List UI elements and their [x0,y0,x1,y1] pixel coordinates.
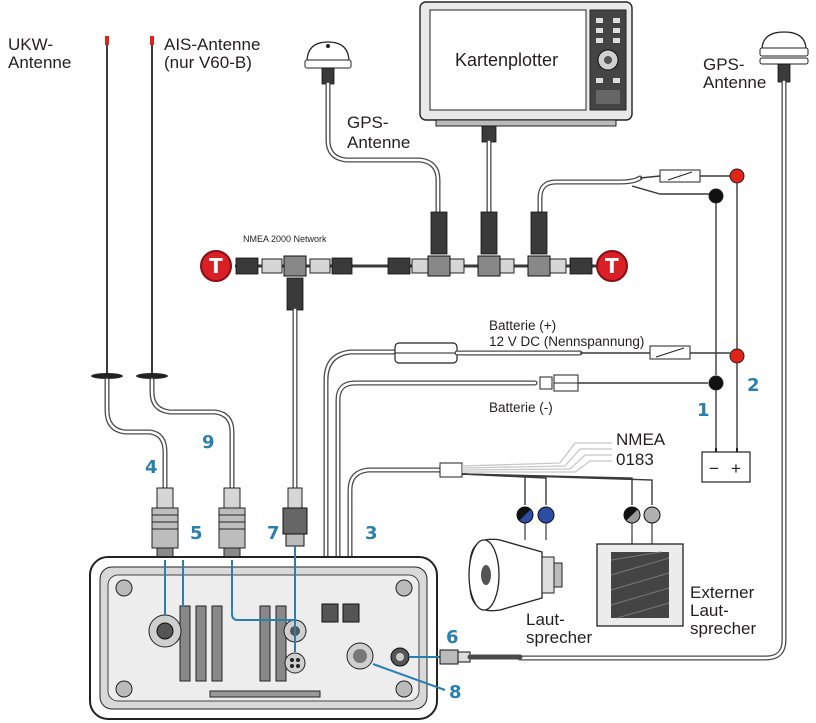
ais-antenna [136,36,168,380]
callout-3: 3 [365,523,378,544]
nmea2000-radio-connector [282,487,308,547]
negative-terminal [708,375,724,391]
callout-7: 7 [267,523,280,544]
chartplotter [419,1,633,143]
svg-text:T: T [209,254,223,278]
ais-antenna-label-2: (nur V60-B) [164,53,252,72]
battery: − + [701,448,751,483]
ext-speaker-label-3: sprecher [690,619,756,638]
radio-back-panel [89,556,438,720]
power-cable-fuse-holder [394,342,458,364]
gps-antenna-right-label-1: GPS- [703,55,745,74]
nmea0183-label-2: 0183 [616,450,654,469]
nmea0183-label-1: NMEA [616,430,666,449]
external-speaker [596,543,684,627]
vhf-antenna-label-2: Antenne [8,53,71,72]
vhf-antenna-connector [151,487,179,561]
battery-minus-sign: − [709,459,719,478]
negative-connector [539,374,579,392]
vhf-antenna [91,36,123,380]
terminator-left: T [200,250,232,282]
callout-5: 5 [190,523,203,544]
callout-4: 4 [145,457,158,478]
battery-plus-label: Batterie (+) [489,318,556,333]
callout-2: 2 [747,375,760,396]
callout-6: 6 [446,627,459,648]
nmea2000-network-label: NMEA 2000 Network [243,234,327,244]
gps-radio-connector [439,649,471,665]
vhf-antenna-label-1: UKW- [8,35,53,54]
speaker-wire-terminals [516,506,661,548]
battery-minus-label: Batterie (-) [489,400,553,415]
battery-voltage-label: 12 V DC (Nennspannung) [489,334,644,349]
gps-antenna-left [304,41,352,85]
chartplotter-label: Kartenplotter [455,50,558,70]
gps-antenna-left-label-2: Antenne [347,133,410,152]
callout-8: 8 [449,682,462,703]
ais-antenna-label-1: AIS-Antenne [164,35,260,54]
ext-speaker-label-1: Externer [690,583,755,602]
gps-antenna-right [759,31,809,83]
gps-antenna-right-label-2: Antenne [703,73,766,92]
ais-antenna-connector [218,487,246,561]
callout-9: 9 [202,432,215,453]
svg-text:T: T [605,254,619,278]
ext-speaker-label-2: Laut- [690,601,729,620]
speaker-label-2: sprecher [526,628,592,647]
gps-antenna-left-label-1: GPS- [347,113,389,132]
negative-terminal-top [708,188,724,204]
speaker-label-1: Laut- [526,610,565,629]
callout-1: 1 [697,400,710,421]
horn-speaker [468,538,563,612]
nmea0183-splice [439,462,463,478]
nmea0183-wires [461,442,653,505]
battery-plus-sign: + [731,459,741,478]
positive-terminal [729,348,745,364]
nmea2000-backbone [235,211,600,311]
positive-terminal-top [729,168,745,184]
terminator-right: T [596,250,628,282]
